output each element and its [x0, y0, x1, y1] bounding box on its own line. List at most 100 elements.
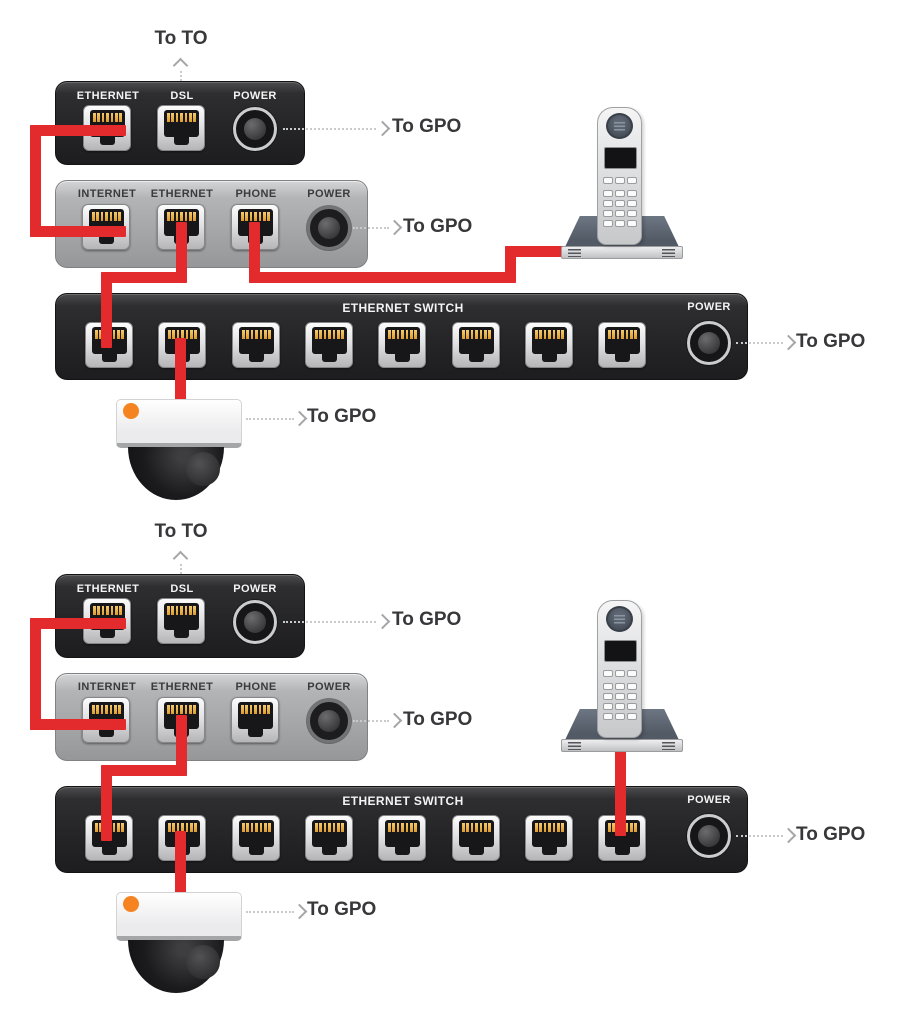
- cable-modem-to-router: [30, 226, 126, 237]
- switch-port-4: [305, 815, 353, 861]
- cable-modem-to-router: [30, 618, 126, 629]
- router-power-label: POWER: [307, 188, 351, 200]
- router-phone-port: [231, 697, 279, 743]
- phone-keypad: [603, 683, 637, 720]
- modem-dsl-label: DSL: [170, 90, 194, 102]
- camera-housing: [116, 892, 242, 941]
- cable-modem-to-router: [30, 618, 41, 730]
- dotted-line-to-outlet: [180, 564, 182, 574]
- phone-speaker-grille: [568, 249, 581, 257]
- router: INTERNET ETHERNET PHONE POWER: [55, 673, 368, 761]
- rj45-pins: [167, 606, 196, 615]
- rj45-tab: [249, 352, 264, 362]
- rj45-tab: [322, 352, 337, 362]
- camera-to-gpo-label: To GPO: [307, 899, 377, 920]
- power-socket-pin: [244, 611, 266, 633]
- rj45-tab: [249, 845, 264, 855]
- switch-power-connector: [687, 814, 731, 858]
- switch-power-label: POWER: [687, 794, 731, 806]
- rj45-pins: [608, 330, 637, 339]
- phone-handset: [597, 600, 642, 738]
- rj45-tab: [542, 845, 557, 855]
- chevron-right-icon: [780, 334, 797, 351]
- rj45-tab: [395, 845, 410, 855]
- diagram-setup-1: To TO ETHERNET DSL POWER To GPO INTERNET…: [30, 28, 866, 500]
- chevron-right-icon: [374, 613, 391, 630]
- cable-router-to-switch: [101, 272, 187, 283]
- rj45-pins: [93, 113, 122, 122]
- switch-power-connector: [687, 321, 731, 365]
- router-ethernet-label: ETHERNET: [150, 681, 214, 693]
- dotted-line-camera-power: [246, 418, 294, 420]
- rj45-tab: [99, 727, 114, 737]
- switch-port-5: [378, 815, 426, 861]
- phone-keypad: [603, 190, 637, 227]
- cable-router-to-phone: [505, 246, 572, 257]
- rj45-pins: [167, 113, 196, 122]
- rj45-pins: [241, 705, 270, 714]
- rj45-tab: [322, 845, 337, 855]
- switch-to-gpo-label: To GPO: [796, 331, 866, 352]
- modem-power-connector: [233, 600, 277, 644]
- cable-router-to-switch: [101, 765, 187, 776]
- phone-earpiece: [606, 113, 633, 139]
- modem-dsl-port: [157, 105, 205, 151]
- chevron-right-icon: [386, 219, 403, 236]
- dotted-line-switch-power: [736, 342, 783, 344]
- switch-port-6: [452, 815, 500, 861]
- dotted-line-switch-power: [736, 835, 783, 837]
- switch-port-6: [452, 322, 500, 368]
- switch-port-8: [598, 322, 646, 368]
- cable-router-to-phone: [249, 272, 516, 283]
- cable-phone-to-switch: [615, 744, 626, 836]
- phone-screen: [604, 640, 637, 662]
- dsl-modem: ETHERNET DSL POWER: [55, 574, 305, 658]
- rj45-pins: [388, 330, 417, 339]
- modem-to-gpo-label: To GPO: [392, 609, 462, 630]
- rj45-tab: [100, 628, 115, 638]
- chevron-right-icon: [780, 827, 797, 844]
- power-socket-pin: [698, 332, 720, 354]
- rj45-pins: [242, 330, 271, 339]
- router-phone-label: PHONE: [235, 681, 277, 693]
- modem-power-label: POWER: [233, 90, 277, 102]
- modem-dsl-port: [157, 598, 205, 644]
- rj45-tab: [174, 135, 189, 145]
- modem-dsl-label: DSL: [170, 583, 194, 595]
- rj45-pins: [242, 823, 271, 832]
- cable-modem-to-router: [30, 125, 126, 136]
- rj45-pins: [462, 823, 491, 832]
- dsl-modem: ETHERNET DSL POWER: [55, 81, 305, 165]
- router-phone-label: PHONE: [235, 188, 277, 200]
- cable-modem-to-router: [30, 125, 41, 237]
- router-power-connector: [307, 699, 351, 743]
- rj45-pins: [315, 330, 344, 339]
- switch-title: ETHERNET SWITCH: [342, 794, 464, 808]
- rj45-pins: [315, 823, 344, 832]
- modem-power-label: POWER: [233, 583, 277, 595]
- router-to-gpo-label: To GPO: [403, 216, 473, 237]
- power-socket-pin: [698, 825, 720, 847]
- router-internet-label: INTERNET: [77, 188, 137, 200]
- rj45-tab: [469, 352, 484, 362]
- rj45-tab: [542, 352, 557, 362]
- camera-led: [123, 896, 139, 912]
- router-power-connector: [307, 206, 351, 250]
- switch-port-4: [305, 322, 353, 368]
- camera-to-gpo-label: To GPO: [307, 406, 377, 427]
- phone-handset: [597, 107, 642, 245]
- rj45-tab: [615, 352, 630, 362]
- chevron-right-icon: [386, 712, 403, 729]
- rj45-pins: [92, 212, 121, 221]
- switch-port-3: [232, 815, 280, 861]
- dotted-line-camera-power: [246, 911, 294, 913]
- rj45-pins: [167, 705, 196, 714]
- rj45-pins: [535, 330, 564, 339]
- camera-lens: [186, 452, 220, 486]
- cable-router-to-phone: [249, 222, 260, 283]
- router-ethernet-label: ETHERNET: [150, 188, 214, 200]
- rj45-tab: [99, 234, 114, 244]
- rj45-tab: [174, 628, 189, 638]
- switch-port-5: [378, 322, 426, 368]
- switch-to-gpo-label: To GPO: [796, 824, 866, 845]
